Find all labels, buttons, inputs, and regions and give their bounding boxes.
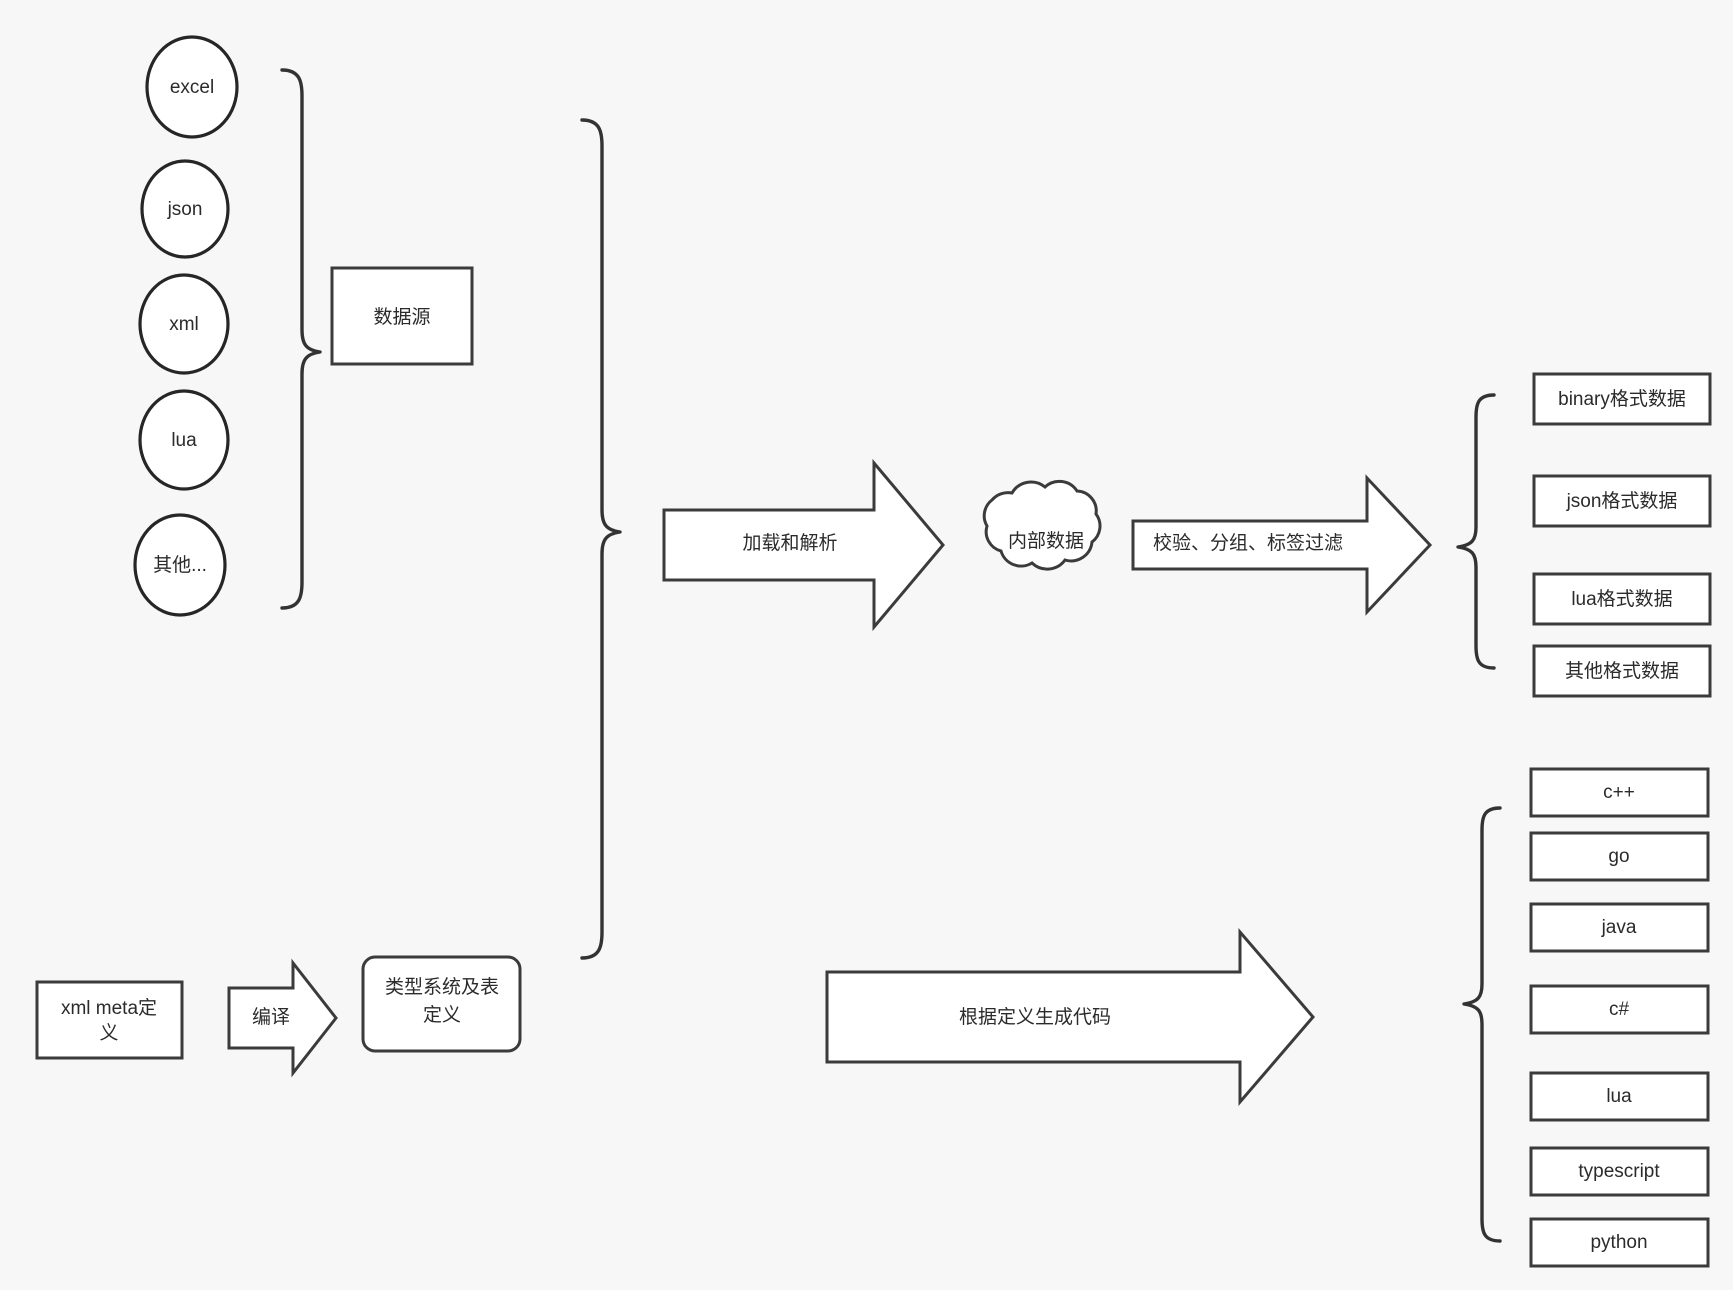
language-box-java[interactable]: java xyxy=(1529,902,1710,953)
sources-brace xyxy=(280,68,322,610)
codegen-arrow-label: 根据定义生成代码 xyxy=(959,1006,1111,1028)
language-label: go xyxy=(1608,846,1629,867)
language-label: python xyxy=(1590,1232,1647,1253)
type-system-label-line1: 类型系统及表 xyxy=(385,976,499,998)
language-box-python[interactable]: python xyxy=(1529,1217,1710,1268)
language-label: c++ xyxy=(1603,782,1635,803)
output-format-box-lua[interactable]: lua格式数据 xyxy=(1532,572,1712,626)
languages-brace xyxy=(1462,806,1502,1243)
output-format-box-other[interactable]: 其他格式数据 xyxy=(1532,644,1712,698)
language-box-lua[interactable]: lua xyxy=(1529,1071,1710,1122)
output-format-label: json格式数据 xyxy=(1566,490,1678,512)
definition-brace xyxy=(580,118,622,960)
xml-meta-definition-box[interactable]: xml meta定 义 xyxy=(35,980,184,1060)
codegen-arrow[interactable]: 根据定义生成代码 xyxy=(825,927,1315,1107)
validate-group-filter-arrow-label: 校验、分组、标签过滤 xyxy=(1153,532,1343,554)
source-node-label: lua xyxy=(171,430,197,451)
validate-group-filter-arrow[interactable]: 校验、分组、标签过滤 xyxy=(1131,474,1433,616)
language-label: c# xyxy=(1609,999,1630,1020)
source-node-json[interactable]: json xyxy=(140,159,230,259)
output-format-label: binary格式数据 xyxy=(1558,388,1686,410)
output-format-label: 其他格式数据 xyxy=(1565,660,1679,682)
language-label: lua xyxy=(1606,1086,1632,1107)
type-system-box[interactable]: 类型系统及表 定义 xyxy=(361,955,522,1053)
language-label: typescript xyxy=(1578,1161,1660,1182)
output-format-box-binary[interactable]: binary格式数据 xyxy=(1532,372,1712,426)
source-node-other[interactable]: 其他... xyxy=(133,513,227,617)
output-formats-brace xyxy=(1456,393,1496,670)
source-node-label: xml xyxy=(169,314,199,335)
internal-data-cloud-label: 内部数据 xyxy=(1008,530,1084,552)
load-parse-arrow-label: 加载和解析 xyxy=(742,532,837,554)
xml-meta-definition-label-line1: xml meta定 xyxy=(61,997,157,1019)
language-label: java xyxy=(1601,917,1637,938)
source-node-excel[interactable]: excel xyxy=(145,35,239,139)
language-box-go[interactable]: go xyxy=(1529,831,1710,882)
data-source-box-label: 数据源 xyxy=(373,306,430,328)
compile-arrow[interactable]: 编译 xyxy=(227,958,338,1078)
language-box-csharp[interactable]: c# xyxy=(1529,984,1710,1035)
source-node-label: json xyxy=(167,199,203,220)
data-source-box[interactable]: 数据源 xyxy=(330,266,474,366)
source-node-xml[interactable]: xml xyxy=(138,273,230,375)
source-node-label: excel xyxy=(170,77,214,98)
source-node-label: 其他... xyxy=(153,554,207,576)
language-box-cpp[interactable]: c++ xyxy=(1529,767,1710,818)
language-box-typescript[interactable]: typescript xyxy=(1529,1146,1710,1197)
load-parse-arrow[interactable]: 加载和解析 xyxy=(662,458,945,632)
output-format-label: lua格式数据 xyxy=(1571,588,1672,610)
xml-meta-definition-label-line2: 义 xyxy=(99,1022,118,1044)
source-node-lua[interactable]: lua xyxy=(138,389,230,491)
compile-arrow-label: 编译 xyxy=(252,1006,290,1028)
type-system-label-line2: 定义 xyxy=(423,1004,461,1026)
output-format-box-json[interactable]: json格式数据 xyxy=(1532,474,1712,528)
internal-data-cloud[interactable]: 内部数据 xyxy=(982,479,1102,571)
